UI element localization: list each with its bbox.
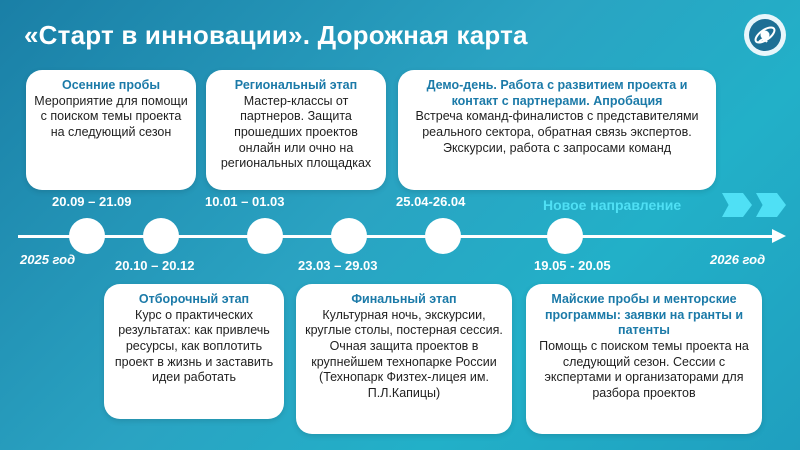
chevron-right-icon — [756, 193, 786, 217]
card-text: Помощь с поиском темы проекта на следующ… — [539, 338, 749, 400]
date-regional: 10.01 – 01.03 — [205, 194, 285, 209]
card-text: Встреча команд-финалистов с представител… — [415, 109, 699, 155]
page-title: «Старт в инновации». Дорожная карта — [24, 20, 528, 50]
card-autumn-trials: Осенние пробы Мероприятие для помощи с п… — [26, 70, 196, 190]
card-text: Курс о практических результатах: как при… — [114, 307, 274, 385]
logo — [744, 14, 786, 56]
date-demo: 25.04-26.04 — [396, 194, 466, 209]
card-demo-day: Демо-день. Работа с развитием проекта и … — [398, 70, 716, 190]
date-autumn: 20.09 – 21.09 — [52, 194, 132, 209]
card-title: Финальный этап — [351, 292, 457, 306]
card-title: Осенние пробы — [61, 78, 161, 92]
card-title: Отборочный этап — [138, 292, 250, 306]
timeline-dot — [69, 218, 105, 254]
card-selection-stage: Отборочный этап Курс о практических резу… — [104, 284, 284, 419]
card-regional-stage: Региональный этап Мастер-классы от партн… — [206, 70, 386, 190]
timeline-dot — [425, 218, 461, 254]
date-selection: 20.10 – 20.12 — [115, 258, 195, 273]
atom-logo-icon — [749, 19, 781, 51]
card-title: Региональный этап — [234, 78, 358, 92]
new-direction-label: Новое направление — [543, 197, 682, 213]
date-final: 23.03 – 29.03 — [298, 258, 378, 273]
year-start: 2025 год — [20, 252, 76, 267]
card-text: Мастер-классы от партнеров. Защита проше… — [220, 93, 372, 171]
timeline-dot — [331, 218, 367, 254]
timeline-line — [18, 235, 780, 238]
timeline-dot — [547, 218, 583, 254]
card-final-stage: Финальный этап Культурная ночь, экскурси… — [296, 284, 512, 434]
chevron-right-icon — [722, 193, 752, 217]
card-title: Демо-день. Работа с развитием проекта и … — [426, 78, 688, 108]
card-text: Мероприятие для помощи с поиском темы пр… — [34, 93, 188, 139]
card-text: Культурная ночь, экскурсии, круглые стол… — [305, 307, 503, 400]
date-may: 19.05 - 20.05 — [534, 258, 611, 273]
timeline-dot — [143, 218, 179, 254]
timeline-arrow-icon — [772, 229, 786, 243]
year-end: 2026 год — [710, 252, 766, 267]
card-title: Майские пробы и менторские программы: за… — [544, 292, 744, 338]
timeline-dot — [247, 218, 283, 254]
card-may-trials: Майские пробы и менторские программы: за… — [526, 284, 762, 434]
